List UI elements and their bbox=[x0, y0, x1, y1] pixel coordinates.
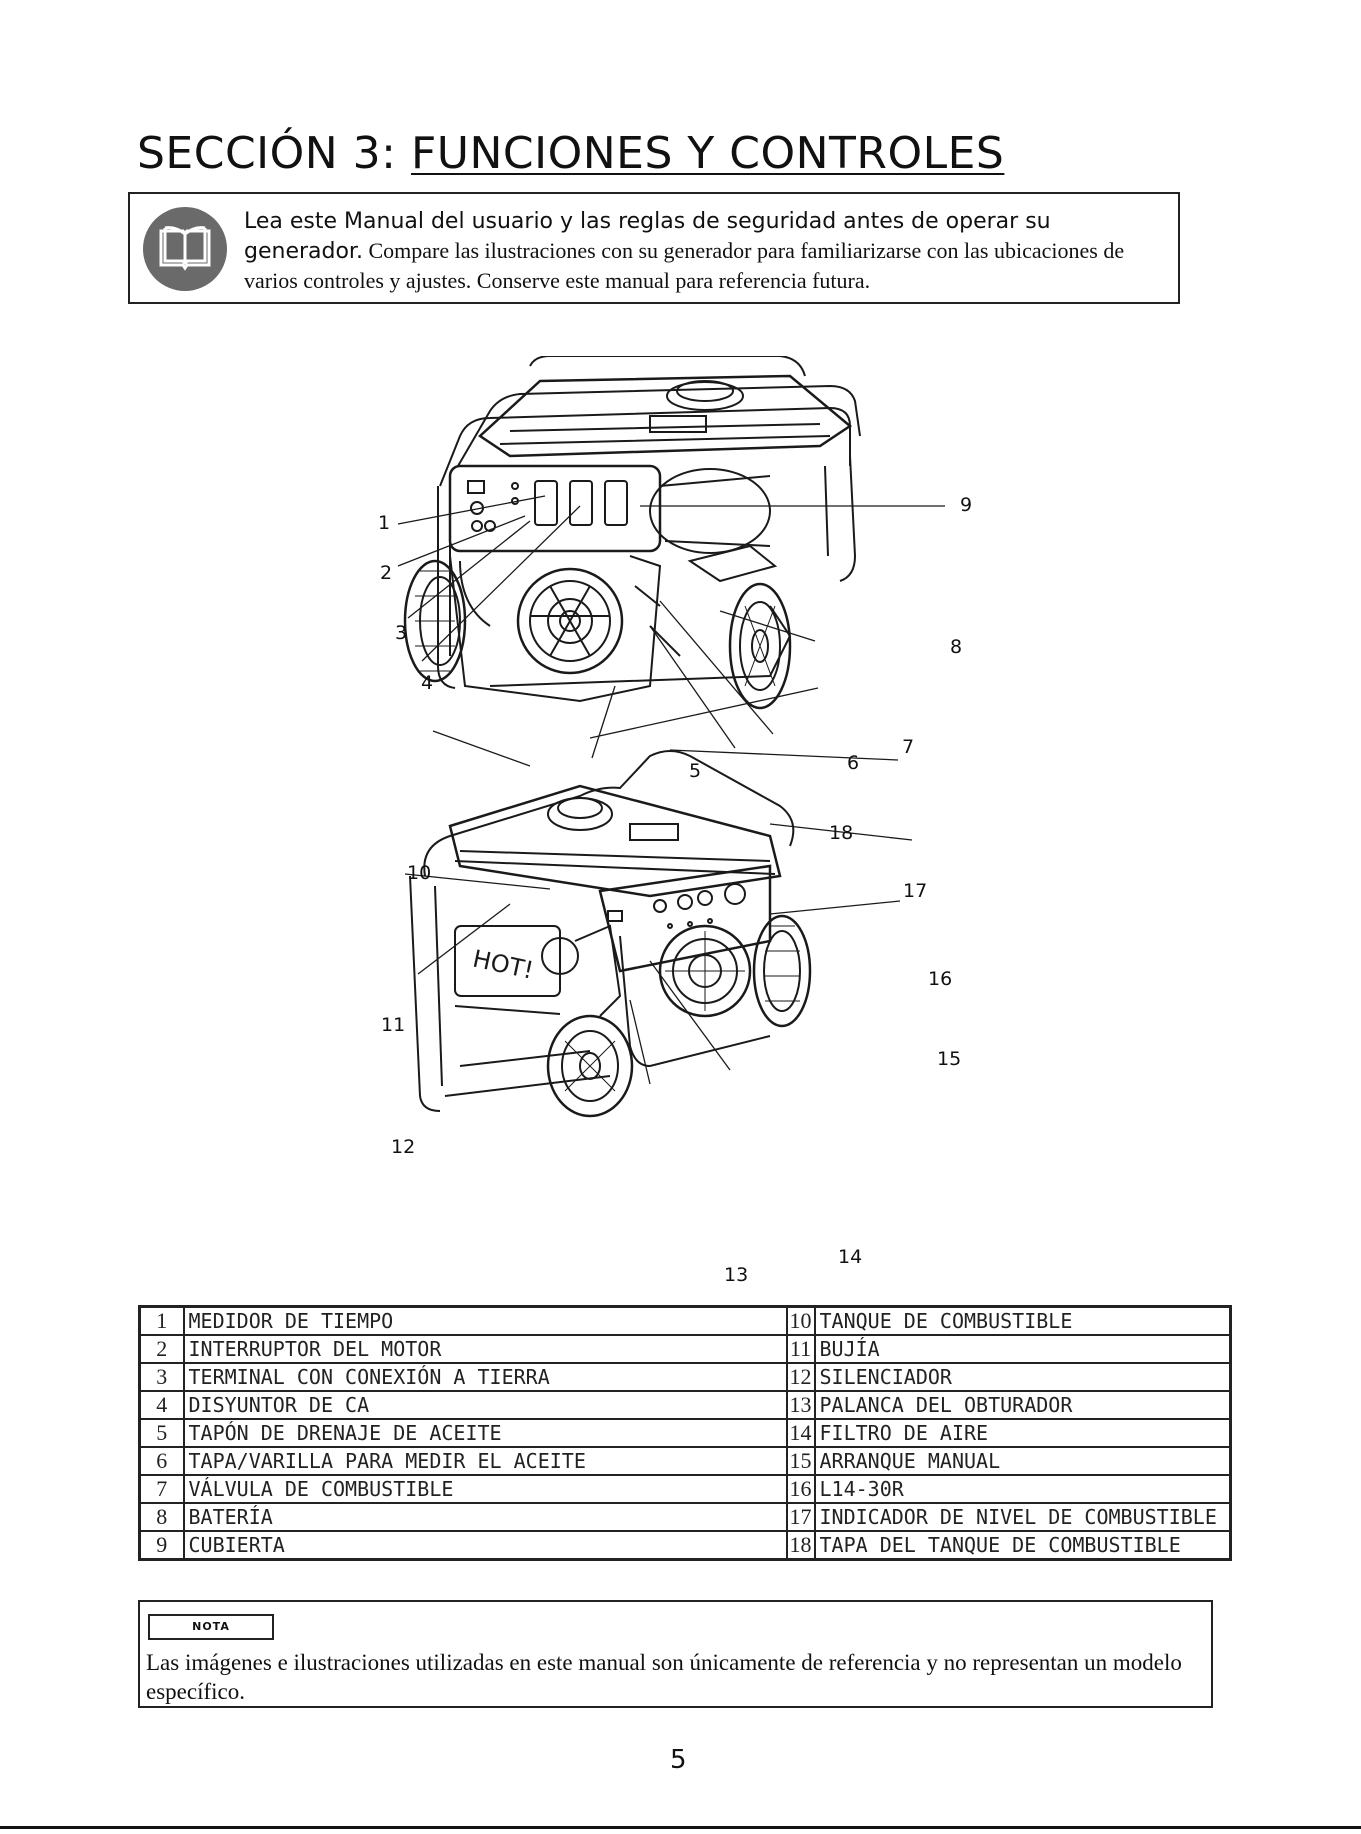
legend-label: INDICADOR DE NIVEL DE COMBUSTIBLE bbox=[813, 1502, 1232, 1532]
callout-17: 17 bbox=[903, 880, 928, 902]
legend-label: TAPÓN DE DRENAJE DE ACEITE bbox=[182, 1418, 788, 1448]
note-tag: NOTA bbox=[148, 1614, 274, 1640]
legend-label: VÁLVULA DE COMBUSTIBLE bbox=[182, 1474, 788, 1504]
intro-body: Compare las ilustraciones con su generad… bbox=[244, 238, 1125, 293]
callout-8: 8 bbox=[950, 636, 963, 658]
legend-number: 15 bbox=[785, 1446, 816, 1476]
legend-number: 11 bbox=[785, 1334, 816, 1364]
legend-number: 18 bbox=[785, 1530, 816, 1561]
callout-3: 3 bbox=[395, 622, 408, 644]
legend-label: MEDIDOR DE TIEMPO bbox=[182, 1305, 788, 1336]
legend-label: L14-30R bbox=[813, 1474, 1232, 1504]
legend-label: BATERÍA bbox=[182, 1502, 788, 1532]
legend-number: 8 bbox=[138, 1502, 185, 1532]
bottom-rule bbox=[0, 1826, 1361, 1829]
legend-label: DISYUNTOR DE CA bbox=[182, 1390, 788, 1420]
legend-number: 4 bbox=[138, 1390, 185, 1420]
legend-label: TERMINAL CON CONEXIÓN A TIERRA bbox=[182, 1362, 788, 1392]
legend-label: TANQUE DE COMBUSTIBLE bbox=[813, 1305, 1232, 1336]
legend-label: TAPA DEL TANQUE DE COMBUSTIBLE bbox=[813, 1530, 1232, 1561]
legend-number: 14 bbox=[785, 1418, 816, 1448]
legend-number: 17 bbox=[785, 1502, 816, 1532]
legend-label: ARRANQUE MANUAL bbox=[813, 1446, 1232, 1476]
callout-16: 16 bbox=[928, 968, 953, 990]
title-prefix: SECCIÓN 3: bbox=[137, 128, 411, 179]
callout-15: 15 bbox=[937, 1048, 962, 1070]
generator-illustrations: HOT! bbox=[397, 356, 945, 1118]
callout-14: 14 bbox=[838, 1246, 863, 1268]
intro-lead: Lea este Manual del usuario y las reglas… bbox=[244, 209, 1051, 264]
callout-7: 7 bbox=[902, 736, 915, 758]
page-title: SECCIÓN 3: FUNCIONES Y CONTROLES bbox=[137, 128, 1004, 179]
note-box: NOTA Las imágenes e ilustraciones utiliz… bbox=[138, 1600, 1213, 1708]
legend-label: PALANCA DEL OBTURADOR bbox=[813, 1390, 1232, 1420]
legend-label: TAPA/VARILLA PARA MEDIR EL ACEITE bbox=[182, 1446, 788, 1476]
callout-5: 5 bbox=[689, 760, 702, 782]
callout-10: 10 bbox=[407, 862, 432, 884]
svg-text:HOT!: HOT! bbox=[470, 945, 536, 985]
intro-box: Lea este Manual del usuario y las reglas… bbox=[128, 192, 1180, 304]
callout-6: 6 bbox=[847, 752, 860, 774]
legend-number: 9 bbox=[138, 1530, 185, 1561]
callout-1: 1 bbox=[378, 512, 391, 534]
legend-number: 2 bbox=[138, 1334, 185, 1364]
callout-13: 13 bbox=[724, 1264, 749, 1286]
legend-label: FILTRO DE AIRE bbox=[813, 1418, 1232, 1448]
legend-number: 10 bbox=[785, 1305, 816, 1336]
legend-number: 1 bbox=[138, 1305, 185, 1336]
generator-front-view bbox=[397, 356, 945, 759]
title-underlined: FUNCIONES Y CONTROLES bbox=[411, 128, 1005, 179]
legend-number: 3 bbox=[138, 1362, 185, 1392]
page-number: 5 bbox=[670, 1745, 687, 1775]
legend-label: SILENCIADOR bbox=[813, 1362, 1232, 1392]
callout-12: 12 bbox=[391, 1136, 416, 1158]
callout-2: 2 bbox=[380, 562, 393, 584]
legend-label: BUJÍA bbox=[813, 1334, 1232, 1364]
callout-9: 9 bbox=[960, 494, 973, 516]
callout-4: 4 bbox=[421, 672, 434, 694]
intro-text: Lea este Manual del usuario y las reglas… bbox=[244, 206, 1169, 295]
legend-label: CUBIERTA bbox=[182, 1530, 788, 1561]
generator-rear-view: HOT! bbox=[404, 687, 913, 1118]
callout-11: 11 bbox=[381, 1014, 406, 1036]
legend-number: 6 bbox=[138, 1446, 185, 1476]
legend-number: 7 bbox=[138, 1474, 185, 1504]
legend-number: 12 bbox=[785, 1362, 816, 1392]
legend-number: 16 bbox=[785, 1474, 816, 1504]
legend-number: 13 bbox=[785, 1390, 816, 1420]
note-text: Las imágenes e ilustraciones utilizadas … bbox=[146, 1650, 1182, 1704]
legend-label: INTERRUPTOR DEL MOTOR bbox=[182, 1334, 788, 1364]
book-icon bbox=[143, 207, 227, 291]
legend-number: 5 bbox=[138, 1418, 185, 1448]
callout-18: 18 bbox=[829, 822, 854, 844]
